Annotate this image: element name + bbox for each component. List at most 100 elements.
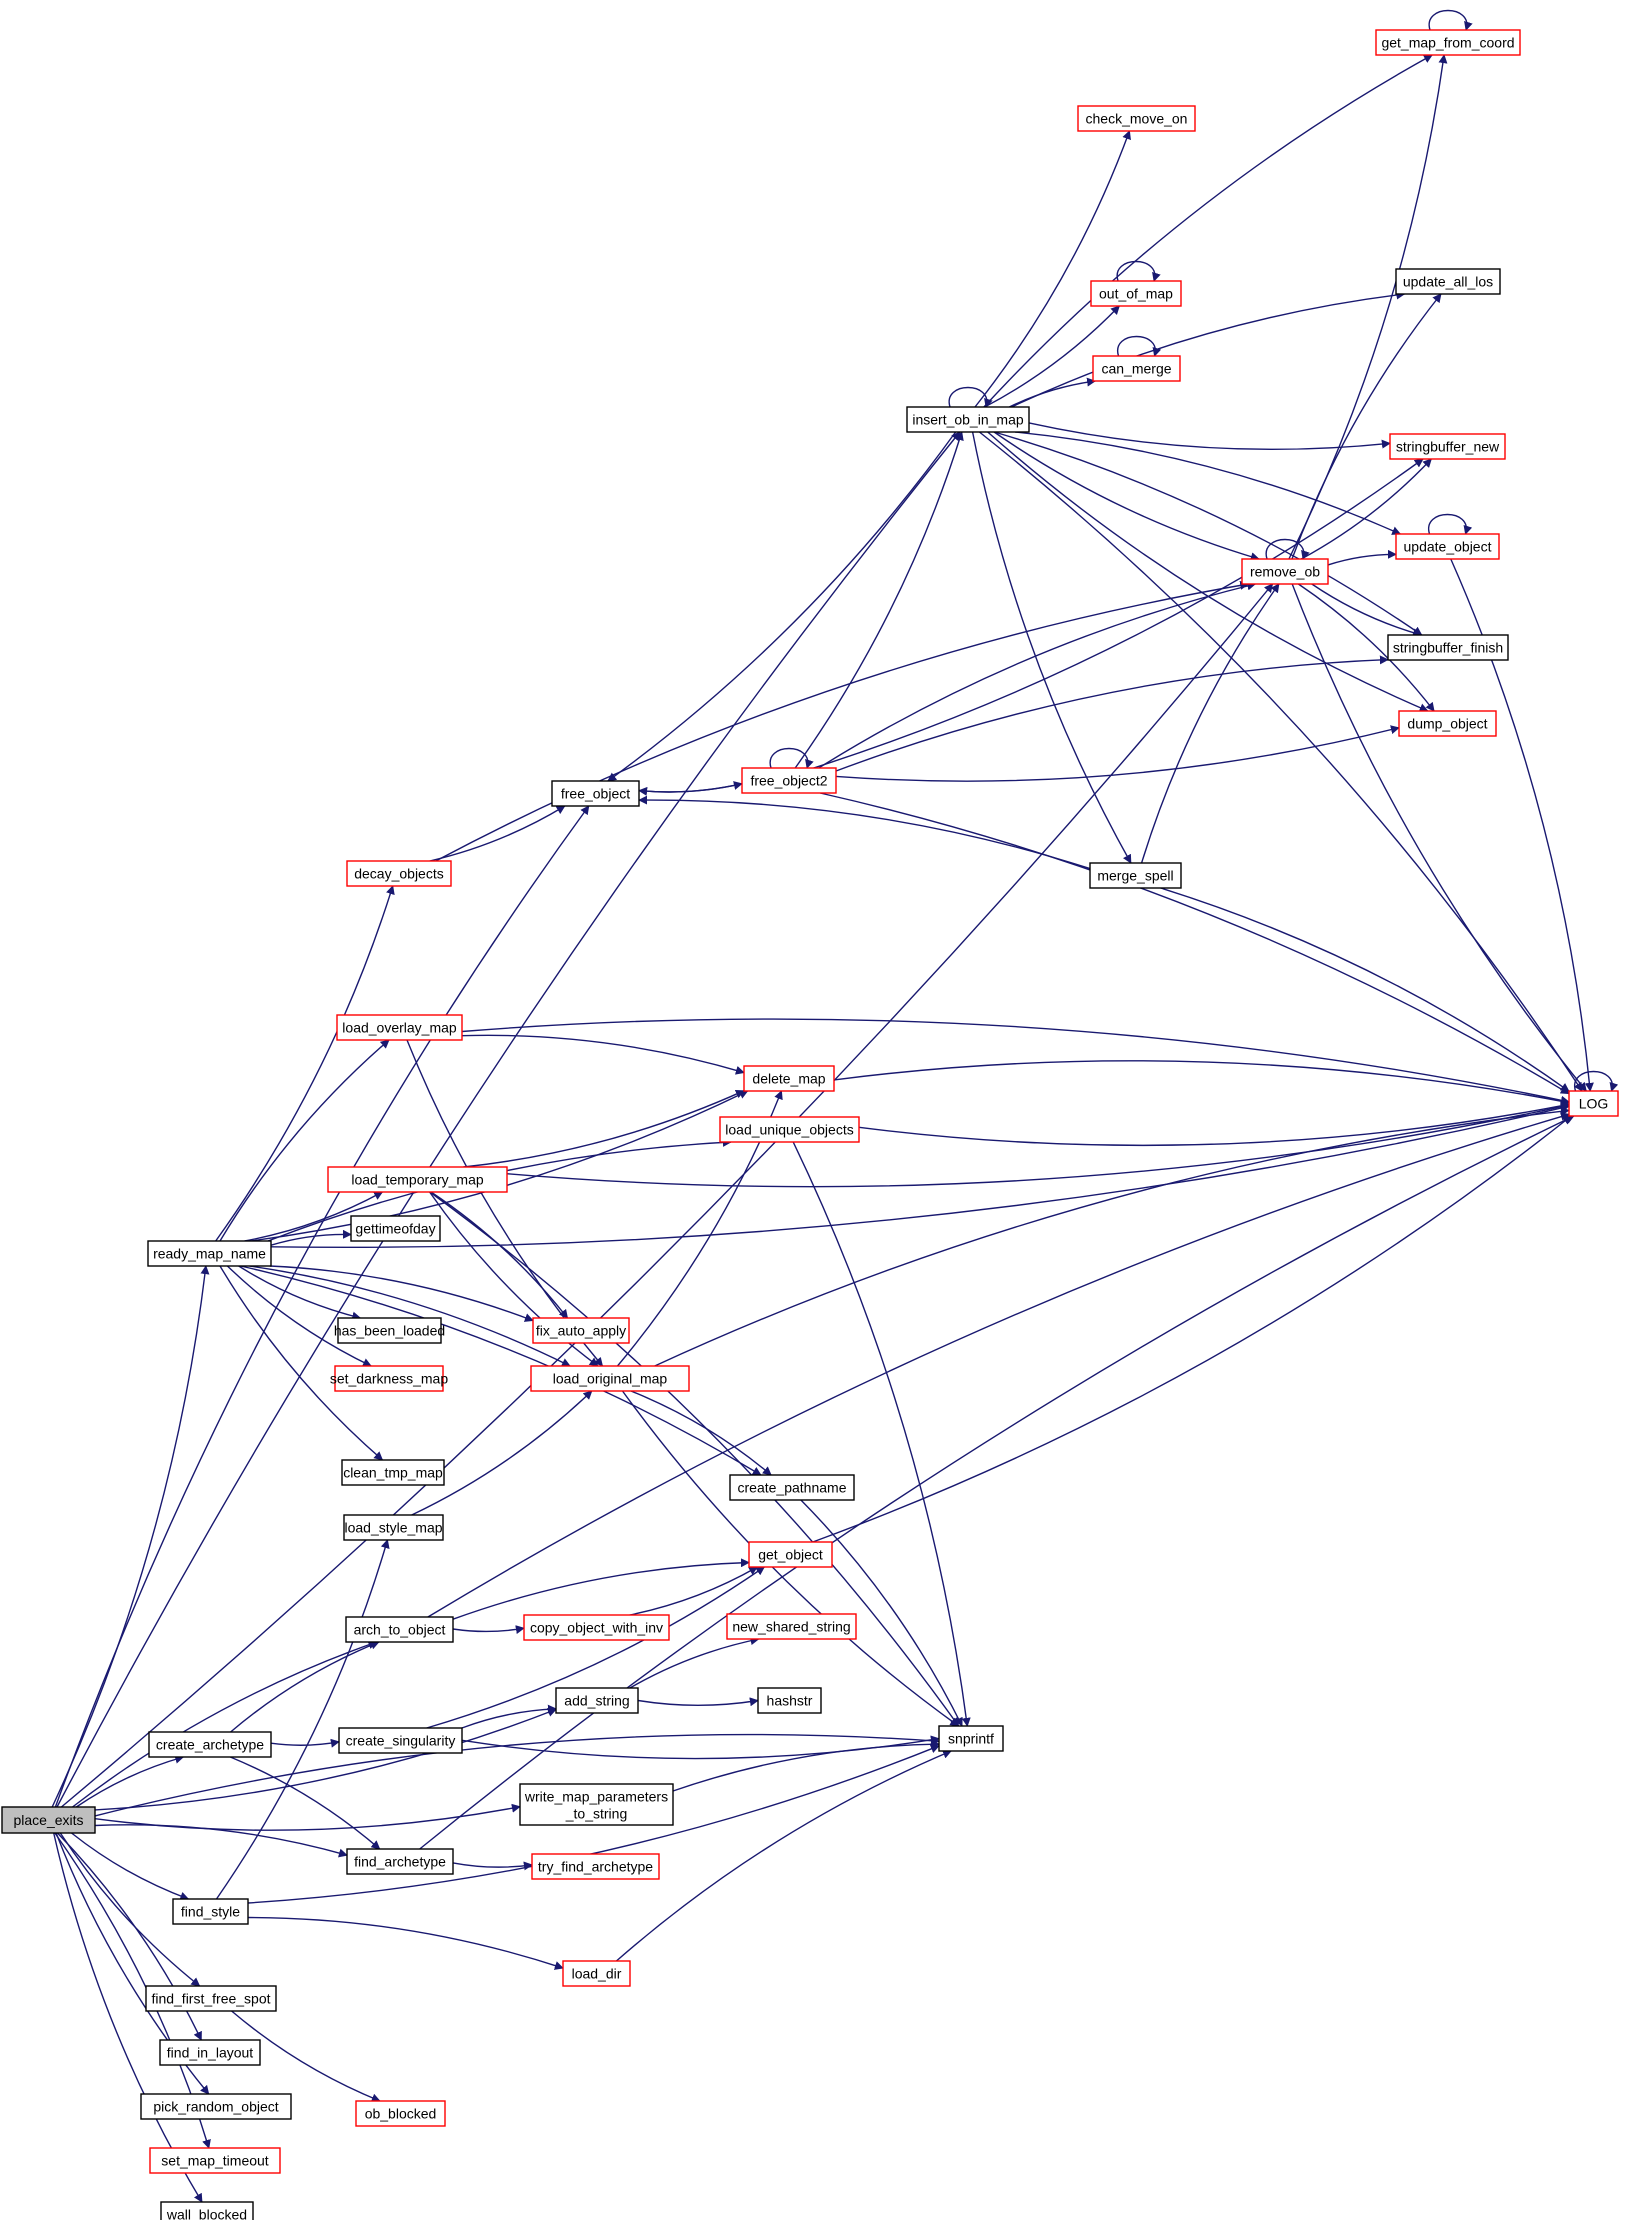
node-stringbuffer-new[interactable]: stringbuffer_new xyxy=(1389,433,1506,460)
edge-insert_ob_in_map-to-remove_ob xyxy=(993,431,1260,562)
node-box xyxy=(743,1065,835,1092)
edge-place_exits-to-arch_to_object xyxy=(72,1640,378,1808)
edge-insert_ob_in_map-to-out_of_map xyxy=(984,305,1120,408)
node-add-string[interactable]: add_string xyxy=(555,1687,639,1714)
edge-load_original_map-to-create_pathname xyxy=(630,1390,772,1476)
node-box xyxy=(1092,355,1181,382)
node-load-overlay-map[interactable]: load_overlay_map xyxy=(336,1014,463,1041)
node-snprintf[interactable]: snprintf xyxy=(938,1725,1004,1752)
node-place-exits[interactable]: place_exits xyxy=(1,1806,96,1834)
edge-insert_ob_in_map-to-can_merge xyxy=(1008,377,1097,408)
node-free-object[interactable]: free_object xyxy=(551,780,640,807)
edge-decay_objects-to-remove_ob xyxy=(435,580,1250,862)
edge-create_archetype-to-find_archetype xyxy=(230,1756,381,1850)
edge-arch_to_object-to-LOG xyxy=(427,1112,1570,1618)
edge-ready_map_name-to-has_been_loaded xyxy=(238,1265,362,1321)
node-box xyxy=(1090,280,1182,307)
node-remove-ob[interactable]: remove_ob xyxy=(1241,558,1329,585)
node-load-style-map[interactable]: load_style_map xyxy=(343,1514,444,1541)
node-label: load_overlay_map xyxy=(342,1020,457,1036)
edge-remove_ob-to-stringbuffer_finish xyxy=(1311,583,1423,638)
node-new-shared-string[interactable]: new_shared_string xyxy=(726,1613,857,1640)
node-wall-blocked[interactable]: wall_blocked xyxy=(160,2201,254,2220)
node-label: new_shared_string xyxy=(732,1619,850,1635)
node-label: load_temporary_map xyxy=(351,1172,484,1188)
node-update-object[interactable]: update_object xyxy=(1395,533,1500,560)
node-label: arch_to_object xyxy=(354,1622,446,1638)
node-box xyxy=(346,860,452,887)
node-label: can_merge xyxy=(1101,361,1171,377)
node-create-pathname[interactable]: create_pathname xyxy=(729,1474,855,1501)
edge-ready_map_name-to-load_original_map xyxy=(249,1265,571,1367)
node-out-of-map[interactable]: out_of_map xyxy=(1090,280,1182,307)
node-load-original-map[interactable]: load_original_map xyxy=(530,1365,690,1392)
node-free-object2[interactable]: free_object2 xyxy=(741,767,837,794)
node-merge-spell[interactable]: merge_spell xyxy=(1089,862,1182,889)
node-clean-tmp-map[interactable]: clean_tmp_map xyxy=(341,1459,445,1486)
node-find-style[interactable]: find_style xyxy=(172,1898,249,1925)
node-box xyxy=(1387,634,1509,661)
node-ready-map-name[interactable]: ready_map_name xyxy=(147,1240,272,1267)
node-stringbuffer-finish[interactable]: stringbuffer_finish xyxy=(1387,634,1509,661)
node-hashstr[interactable]: hashstr xyxy=(757,1687,822,1714)
edge-LOG-to-LOG xyxy=(1574,1070,1619,1092)
edge-update_object-to-update_object xyxy=(1428,513,1473,535)
node-dump-object[interactable]: dump_object xyxy=(1398,710,1497,737)
node-LOG[interactable]: LOG xyxy=(1568,1090,1619,1117)
node-box xyxy=(148,1731,272,1758)
node-box xyxy=(160,2201,254,2220)
node-insert-ob-in-map[interactable]: insert_ob_in_map xyxy=(906,406,1030,433)
node-set-map-timeout[interactable]: set_map_timeout xyxy=(149,2147,281,2174)
node-label: create_archetype xyxy=(156,1737,264,1753)
node-get-map-from-coord[interactable]: get_map_from_coord xyxy=(1375,29,1521,56)
node-create-archetype[interactable]: create_archetype xyxy=(148,1731,272,1758)
node-has-been-loaded[interactable]: has_been_loaded xyxy=(334,1317,445,1344)
node-try-find-archetype[interactable]: try_find_archetype xyxy=(531,1853,660,1880)
node-ob-blocked[interactable]: ob_blocked xyxy=(355,2100,446,2127)
node-find-archetype[interactable]: find_archetype xyxy=(346,1848,454,1875)
node-set-darkness-map[interactable]: set_darkness_map xyxy=(330,1365,449,1392)
edge-merge_spell-to-remove_ob xyxy=(1140,583,1280,864)
node-check-move-on[interactable]: check_move_on xyxy=(1077,105,1196,132)
node-get-object[interactable]: get_object xyxy=(748,1541,833,1568)
edge-insert_ob_in_map-to-update_object xyxy=(1015,431,1402,535)
node-box xyxy=(1375,29,1521,56)
edge-arch_to_object-to-get_object xyxy=(452,1558,750,1620)
node-load-unique-objects[interactable]: load_unique_objects xyxy=(719,1116,860,1143)
node-label: free_object2 xyxy=(750,773,827,789)
node-find-first-free-spot[interactable]: find_first_free_spot xyxy=(145,1985,277,2012)
node-write-map-parameters-to-string[interactable]: write_map_parameters_to_string xyxy=(519,1783,674,1826)
node-load-dir[interactable]: load_dir xyxy=(562,1960,631,1987)
node-create-singularity[interactable]: create_singularity xyxy=(338,1727,463,1754)
node-label: out_of_map xyxy=(1099,286,1173,302)
node-arch-to-object[interactable]: arch_to_object xyxy=(345,1616,454,1643)
node-decay-objects[interactable]: decay_objects xyxy=(346,860,452,887)
node-box xyxy=(532,1317,630,1344)
node-find-in-layout[interactable]: find_in_layout xyxy=(159,2039,261,2066)
edge-remove_ob-to-LOG xyxy=(1291,583,1587,1092)
node-update-all-los[interactable]: update_all_los xyxy=(1395,268,1501,295)
edge-load_original_map-to-LOG xyxy=(654,1106,1570,1367)
node-box xyxy=(530,1365,690,1392)
node-label: find_style xyxy=(181,1904,240,1920)
node-box xyxy=(757,1687,822,1714)
edge-insert_ob_in_map-to-get_map_from_coord xyxy=(983,54,1433,408)
node-label: stringbuffer_new xyxy=(1396,439,1500,455)
node-label: ready_map_name xyxy=(153,1246,266,1262)
node-label: place_exits xyxy=(13,1812,83,1828)
edge-remove_ob-to-remove_ob xyxy=(1265,538,1310,560)
node-box xyxy=(350,1215,441,1242)
edge-ready_map_name-to-fix_auto_apply xyxy=(269,1265,534,1322)
node-load-temporary-map[interactable]: load_temporary_map xyxy=(327,1166,508,1193)
node-delete-map[interactable]: delete_map xyxy=(743,1065,835,1092)
node-can-merge[interactable]: can_merge xyxy=(1092,355,1181,382)
node-label: set_darkness_map xyxy=(330,1371,449,1387)
node-fix-auto-apply[interactable]: fix_auto_apply xyxy=(532,1317,630,1344)
node-pick-random-object[interactable]: pick_random_object xyxy=(140,2093,292,2120)
node-box xyxy=(172,1898,249,1925)
node-copy-object-with-inv[interactable]: copy_object_with_inv xyxy=(523,1614,670,1641)
nodes-layer: place_exits get_map_from_coord check_move_… xyxy=(1,29,1619,2220)
node-box xyxy=(1077,105,1196,132)
node-gettimeofday[interactable]: gettimeofday xyxy=(350,1215,441,1242)
edge-ready_map_name-to-LOG xyxy=(270,1103,1570,1249)
